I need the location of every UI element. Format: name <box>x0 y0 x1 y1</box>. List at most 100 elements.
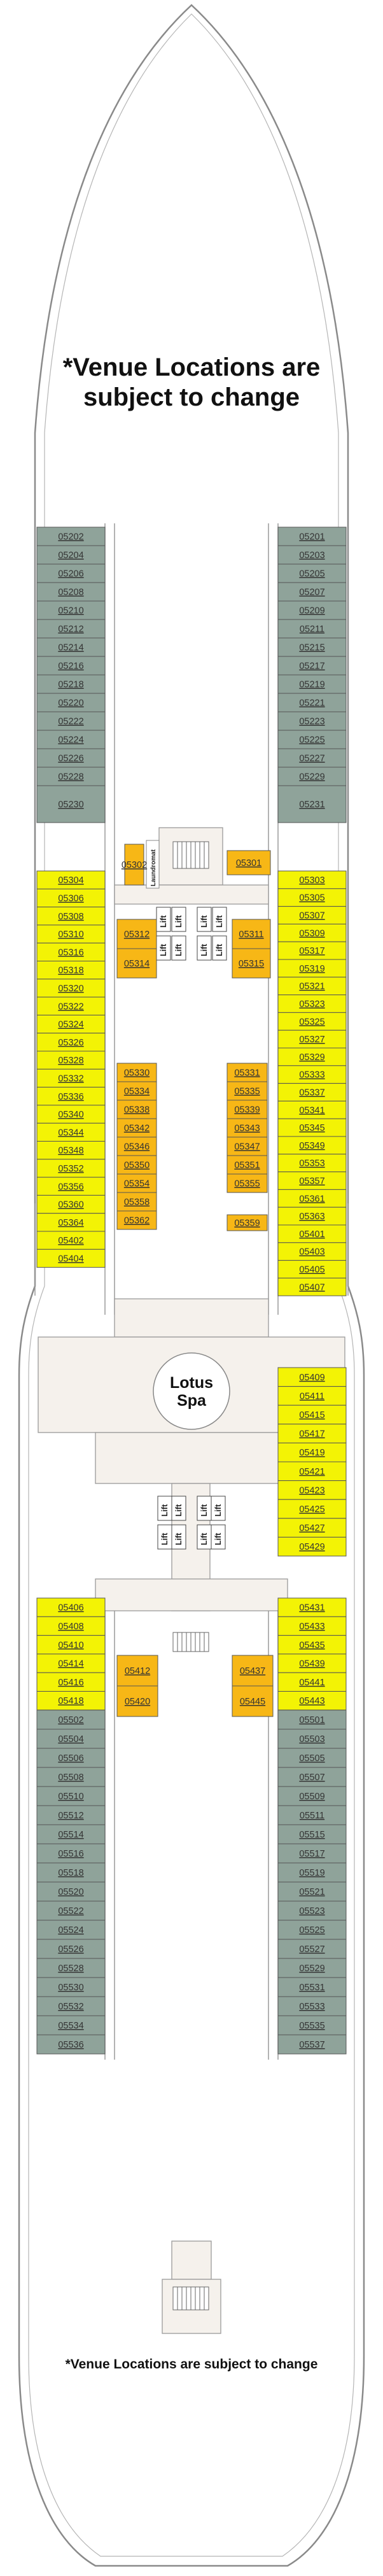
cabin-05511[interactable] <box>277 1805 347 1825</box>
cabin-05208[interactable] <box>36 582 106 602</box>
cabin-05325[interactable] <box>277 1012 347 1031</box>
cabin-05360[interactable] <box>36 1194 106 1214</box>
cabin-05307[interactable] <box>277 906 347 924</box>
cabin-05301[interactable] <box>226 850 271 875</box>
cabin-05520[interactable] <box>36 1881 106 1902</box>
cabin-05502[interactable] <box>36 1709 106 1730</box>
cabin-05352[interactable] <box>36 1159 106 1178</box>
cabin-05510[interactable] <box>36 1786 106 1806</box>
cabin-05364[interactable] <box>36 1213 106 1232</box>
cabin-05219[interactable] <box>277 674 347 694</box>
cabin-05537[interactable] <box>277 2034 347 2055</box>
cabin-05350[interactable] <box>116 1155 157 1175</box>
cabin-05423[interactable] <box>277 1480 347 1500</box>
cabin-05530[interactable] <box>36 1977 106 1997</box>
cabin-05437[interactable] <box>232 1655 274 1687</box>
cabin-05308[interactable] <box>36 907 106 926</box>
cabin-05211[interactable] <box>277 619 347 639</box>
cabin-05342[interactable] <box>116 1118 157 1138</box>
cabin-05321[interactable] <box>277 977 347 996</box>
cabin-05309[interactable] <box>277 923 347 942</box>
cabin-05230[interactable] <box>36 785 106 823</box>
cabin-05536[interactable] <box>36 2034 106 2055</box>
cabin-05361[interactable] <box>277 1189 347 1208</box>
cabin-05348[interactable] <box>36 1141 106 1160</box>
cabin-05356[interactable] <box>36 1177 106 1196</box>
cabin-05404[interactable] <box>36 1249 106 1268</box>
cabin-05351[interactable] <box>226 1155 268 1175</box>
cabin-05524[interactable] <box>36 1920 106 1940</box>
cabin-05349[interactable] <box>277 1136 347 1155</box>
cabin-05353[interactable] <box>277 1154 347 1173</box>
cabin-05333[interactable] <box>277 1065 347 1084</box>
cabin-05406[interactable] <box>36 1597 106 1617</box>
cabin-05231[interactable] <box>277 785 347 823</box>
cabin-05409[interactable] <box>277 1367 347 1387</box>
cabin-05201[interactable] <box>277 527 347 546</box>
cabin-05518[interactable] <box>36 1862 106 1883</box>
cabin-05357[interactable] <box>277 1171 347 1190</box>
cabin-05359[interactable] <box>226 1214 268 1231</box>
cabin-05315[interactable] <box>232 948 271 979</box>
cabin-05306[interactable] <box>36 888 106 908</box>
cabin-05225[interactable] <box>277 730 347 749</box>
cabin-05324[interactable] <box>36 1014 106 1034</box>
cabin-05305[interactable] <box>277 888 347 907</box>
cabin-05362[interactable] <box>116 1210 157 1230</box>
cabin-05418[interactable] <box>36 1691 106 1711</box>
cabin-05226[interactable] <box>36 748 106 768</box>
cabin-05337[interactable] <box>277 1083 347 1101</box>
cabin-05507[interactable] <box>277 1767 347 1787</box>
cabin-05334[interactable] <box>116 1081 157 1101</box>
cabin-05415[interactable] <box>277 1405 347 1425</box>
cabin-05341[interactable] <box>277 1100 347 1119</box>
cabin-05327[interactable] <box>277 1030 347 1049</box>
cabin-05431[interactable] <box>277 1597 347 1617</box>
cabin-05503[interactable] <box>277 1729 347 1749</box>
cabin-05517[interactable] <box>277 1843 347 1864</box>
cabin-05445[interactable] <box>232 1685 274 1717</box>
cabin-05202[interactable] <box>36 527 106 546</box>
cabin-05358[interactable] <box>116 1192 157 1212</box>
cabin-05516[interactable] <box>36 1843 106 1864</box>
cabin-05217[interactable] <box>277 656 347 676</box>
cabin-05209[interactable] <box>277 600 347 620</box>
cabin-05522[interactable] <box>36 1900 106 1921</box>
cabin-05223[interactable] <box>277 711 347 731</box>
cabin-05521[interactable] <box>277 1881 347 1902</box>
cabin-05407[interactable] <box>277 1277 347 1296</box>
cabin-05519[interactable] <box>277 1862 347 1883</box>
cabin-05344[interactable] <box>36 1122 106 1142</box>
cabin-05523[interactable] <box>277 1900 347 1921</box>
cabin-05318[interactable] <box>36 961 106 980</box>
cabin-05224[interactable] <box>36 730 106 749</box>
cabin-05212[interactable] <box>36 619 106 639</box>
cabin-05322[interactable] <box>36 996 106 1016</box>
cabin-05421[interactable] <box>277 1461 347 1482</box>
cabin-05340[interactable] <box>36 1105 106 1124</box>
cabin-05417[interactable] <box>277 1424 347 1443</box>
cabin-05508[interactable] <box>36 1767 106 1787</box>
cabin-05420[interactable] <box>116 1685 158 1717</box>
cabin-05355[interactable] <box>226 1173 268 1193</box>
cabin-05221[interactable] <box>277 693 347 712</box>
cabin-05535[interactable] <box>277 2015 347 2035</box>
cabin-05314[interactable] <box>116 948 157 979</box>
cabin-05433[interactable] <box>277 1616 347 1636</box>
cabin-05514[interactable] <box>36 1824 106 1844</box>
cabin-05326[interactable] <box>36 1033 106 1052</box>
cabin-05405[interactable] <box>277 1260 347 1278</box>
cabin-05414[interactable] <box>36 1653 106 1673</box>
cabin-05439[interactable] <box>277 1653 347 1673</box>
cabin-05419[interactable] <box>277 1442 347 1462</box>
cabin-05304[interactable] <box>36 870 106 889</box>
cabin-05527[interactable] <box>277 1939 347 1959</box>
cabin-05303[interactable] <box>277 870 347 889</box>
cabin-05441[interactable] <box>277 1672 347 1692</box>
cabin-05229[interactable] <box>277 767 347 786</box>
cabin-05302[interactable] <box>124 844 144 886</box>
cabin-05429[interactable] <box>277 1536 347 1557</box>
cabin-05363[interactable] <box>277 1207 347 1226</box>
cabin-05411[interactable] <box>277 1386 347 1406</box>
cabin-05203[interactable] <box>277 545 347 565</box>
